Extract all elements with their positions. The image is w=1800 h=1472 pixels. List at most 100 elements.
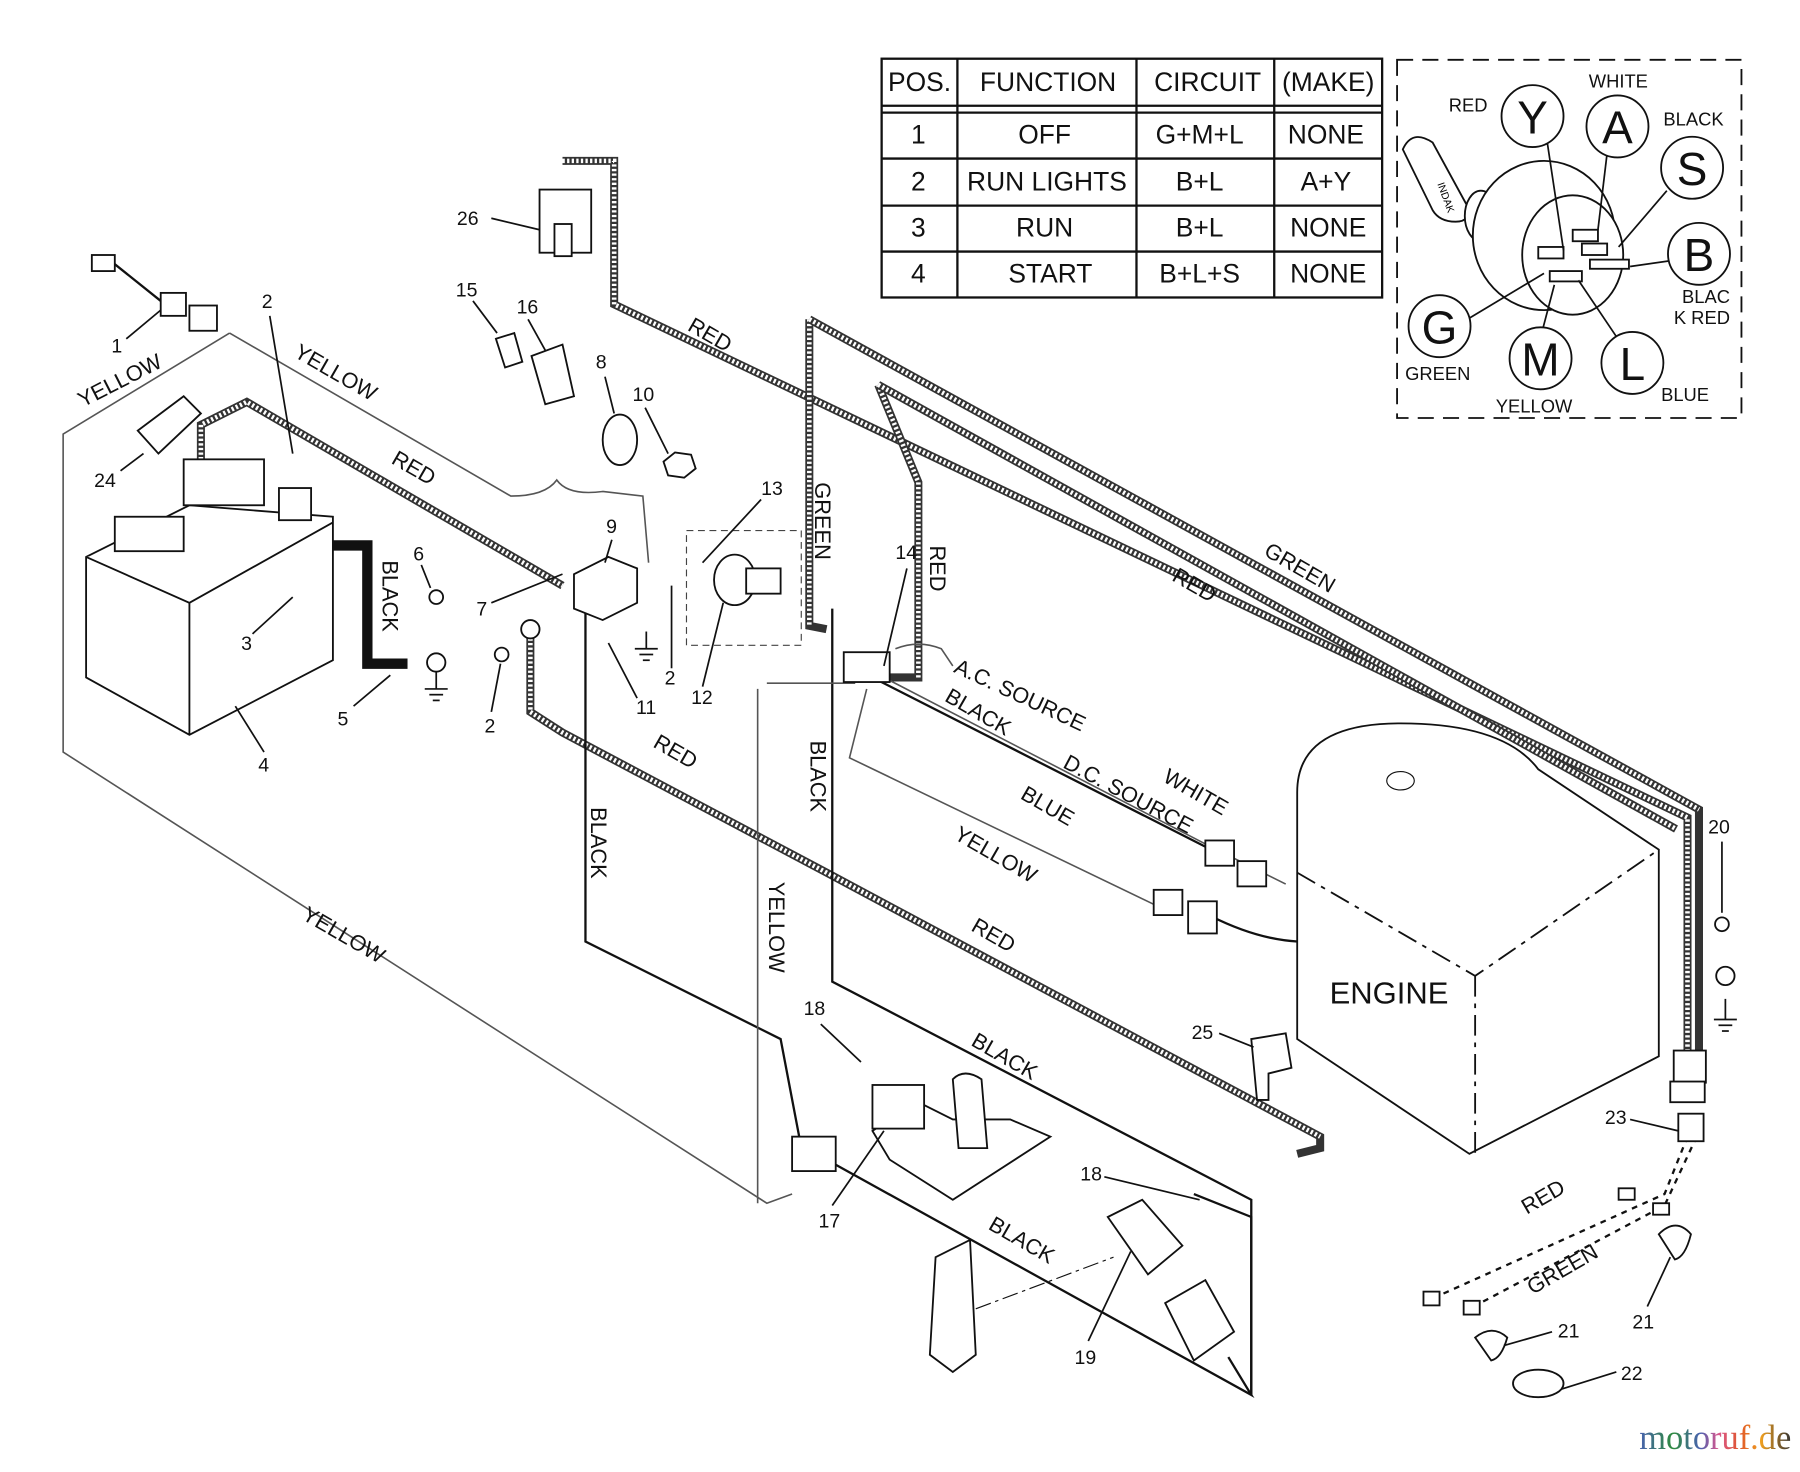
wire-label: BLACK (586, 807, 611, 879)
part-number: 4 (258, 755, 269, 777)
table-cell: RUN (1016, 213, 1073, 243)
table-cell: NONE (1288, 120, 1364, 150)
table-cell: B+L (1176, 213, 1224, 243)
part-number: 3 (241, 633, 252, 655)
table-cell: B+L (1176, 167, 1224, 197)
table-header-pos: POS. (888, 67, 951, 97)
pin-s: S BLACK (1660, 108, 1724, 200)
fuse (494, 331, 524, 369)
pin-letter: B (1684, 229, 1715, 281)
seat-switch (871, 1084, 926, 1130)
wire-label: RED (1517, 1174, 1569, 1219)
pin-g: G GREEN (1405, 294, 1472, 384)
part-number: 10 (633, 384, 655, 406)
part-number: 18 (804, 998, 826, 1020)
table-cell: G+M+L (1156, 120, 1244, 150)
part-number: 6 (413, 543, 424, 565)
pin-b: B BLACK RED (1667, 221, 1731, 329)
wire-label: YELLOW (298, 901, 390, 968)
part-number: 26 (457, 208, 479, 230)
pin-letter: Y (1517, 91, 1548, 143)
part-number: 2 (484, 716, 495, 738)
wire-label: BLUE (1017, 781, 1079, 831)
clutch-switch (1106, 1198, 1184, 1276)
pin-wire-color: BLACK RED (1673, 288, 1730, 329)
pin-letter: S (1677, 143, 1708, 195)
pin-wire-color: RED (1449, 95, 1488, 116)
part-number: 18 (1080, 1163, 1102, 1185)
pin-letter: L (1620, 338, 1646, 390)
part-number: 5 (338, 709, 349, 731)
pin-y: Y RED (1449, 84, 1565, 149)
table-header-make: (MAKE) (1282, 67, 1374, 97)
connector-socket (188, 304, 218, 332)
engine: ENGINE (1296, 722, 1660, 1155)
bezel (601, 413, 639, 466)
solenoid (573, 555, 639, 622)
part-number: 2 (665, 667, 676, 689)
table-cell: OFF (1018, 120, 1071, 150)
watermark-logo: motoruf.de (1639, 1419, 1791, 1457)
part-number: 7 (476, 598, 487, 620)
table-cell: B+L+S (1159, 259, 1240, 289)
wire-label: RED (925, 545, 950, 591)
table-header-function: FUNCTION (980, 67, 1116, 97)
pin-letter: G (1422, 301, 1458, 353)
part-number: 19 (1074, 1347, 1096, 1369)
table-cell: NONE (1290, 259, 1366, 289)
wire-label: GREEN (810, 482, 835, 560)
table-cell: 4 (911, 259, 926, 289)
table-cell: A+Y (1301, 167, 1352, 197)
part-number: 25 (1192, 1022, 1214, 1044)
wire-label: RED (650, 729, 702, 774)
wire-label: YELLOW (950, 821, 1042, 888)
part-number: 16 (517, 297, 539, 319)
components: ENGINE (85, 188, 1737, 1399)
wire-label: BLACK (968, 1027, 1043, 1085)
ground-icon (1713, 998, 1737, 1032)
battery (85, 394, 334, 736)
wire-label: YELLOW (764, 882, 789, 973)
pin-wire-color: WHITE (1589, 70, 1648, 91)
wiring-harness (62, 156, 1703, 1399)
wire-label: RED (388, 445, 440, 490)
pin-letter: M (1521, 334, 1559, 386)
pin-wire-color: GREEN (1405, 363, 1470, 384)
wire-label: GREEN (1523, 1239, 1603, 1299)
part-number: 24 (94, 470, 116, 492)
wire-label: YELLOW (290, 339, 382, 406)
ground-icon (634, 631, 658, 662)
ignition-switch-box (685, 529, 802, 646)
table-cell: NONE (1290, 213, 1366, 243)
pin-wire-color: YELLOW (1496, 395, 1573, 416)
engine-label: ENGINE (1330, 975, 1449, 1010)
table-header-circuit: CIRCUIT (1154, 67, 1261, 97)
pin-wire-color-box: BLACK RED (1673, 288, 1730, 329)
pin-a: A WHITE (1585, 70, 1650, 159)
part-number: 1 (111, 336, 122, 358)
table-cell: 1 (911, 120, 926, 150)
part-number: 21 (1632, 1311, 1654, 1333)
table-cell: 2 (911, 167, 926, 197)
part-number: 21 (1558, 1321, 1580, 1343)
table-row: 2 RUN LIGHTS B+L A+Y (911, 167, 1352, 197)
regulator-connector (842, 651, 891, 683)
part-number: 2 (262, 291, 273, 313)
pin-m: M YELLOW (1496, 326, 1573, 416)
part-number: 11 (636, 697, 656, 719)
connector-plug (159, 291, 187, 317)
part-number: 12 (691, 687, 713, 709)
pin-wire-color: BLACK (1663, 108, 1724, 129)
part-number: 8 (596, 352, 607, 374)
part-number: 17 (818, 1210, 840, 1232)
part-callouts: 1 2 24 3 4 5 6 7 2 8 10 9 11 2 12 13 15 … (94, 208, 1730, 1391)
part-number: 13 (761, 478, 783, 500)
wire-label: BLACK (985, 1211, 1060, 1269)
wire-label: BLACK (805, 741, 830, 813)
watermark: motoruf.de (1639, 1419, 1791, 1457)
part-number: 22 (1621, 1363, 1643, 1385)
ground-icon (424, 671, 448, 702)
part-number: 20 (1708, 817, 1730, 839)
switch-function-table: POS. FUNCTION CIRCUIT (MAKE) 1 OFF G+M+L… (880, 57, 1384, 299)
